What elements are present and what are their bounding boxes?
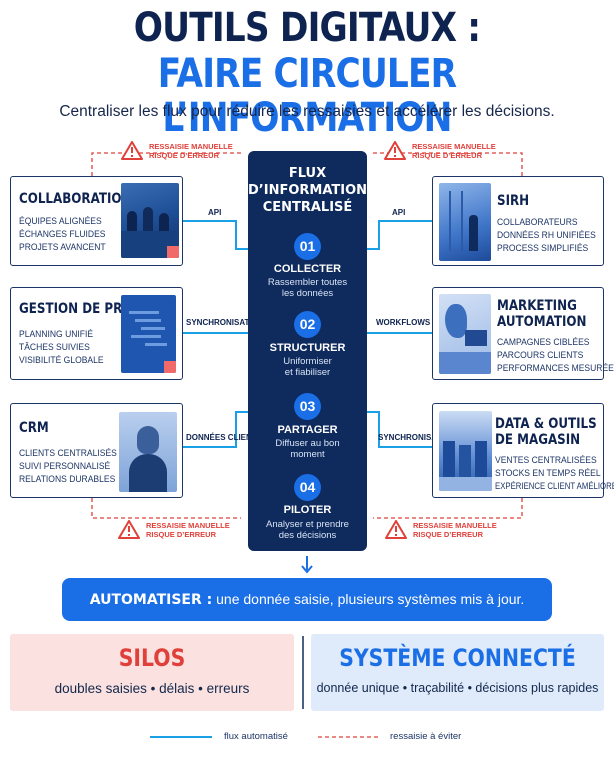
- card-line: COLLABORATEURS: [497, 217, 578, 228]
- card-line: PROCESS SIMPLIFIÉS: [497, 243, 589, 254]
- step-desc: Diffuser au bon: [275, 438, 340, 449]
- step-desc: des décisions: [278, 530, 337, 541]
- connector-label-api-right: API: [392, 208, 406, 217]
- team-meeting-photo: [121, 183, 179, 258]
- card-line: CAMPAGNES CIBLÉES: [497, 337, 590, 348]
- card-line: VISIBILITÉ GLOBALE: [19, 355, 104, 366]
- card-line: PROJETS AVANCENT: [19, 242, 106, 253]
- card-line: PARCOURS CLIENTS: [497, 350, 584, 361]
- banner-text: une donnée saisie, plusieurs systèmes mi…: [212, 591, 525, 607]
- flow-line-collaboration: [183, 220, 248, 250]
- step-title: PILOTER: [283, 504, 332, 516]
- flow-line-data: [367, 411, 432, 448]
- card-title: DATA & OUTILS: [495, 416, 597, 432]
- card-title: MARKETING: [497, 298, 577, 314]
- step-desc: Uniformiser: [283, 356, 332, 367]
- step-desc: Analyser et prendre: [266, 519, 349, 530]
- main-subtitle-heading: FAIRE CIRCULER L’INFORMATION: [157, 51, 457, 141]
- plant-desk-photo: [439, 294, 491, 374]
- step-number-badge: 04: [294, 474, 321, 501]
- card-line: VENTES CENTRALISÉES: [495, 455, 597, 466]
- retail-store-photo: [439, 411, 492, 491]
- dashed-line-bottom-left: [91, 498, 241, 519]
- connector-label-client: DONNÉES CLIENT: [186, 433, 257, 442]
- office-window-photo: [439, 183, 491, 261]
- card-line: PLANNING UNIFIÉ: [19, 329, 94, 340]
- card-title: GESTION DE PROJET: [19, 301, 154, 317]
- silos-sub: doubles saisies • délais • erreurs: [54, 681, 250, 696]
- card-line: DONNÉES RH UNIFIÉES: [497, 230, 596, 241]
- connector-label-sync-right: SYNCHRONISATION: [378, 433, 456, 442]
- warning-triangle-icon: [121, 141, 143, 160]
- card-line: ÉQUIPES ALIGNÉES: [19, 216, 102, 227]
- card-title: CRM: [19, 420, 49, 436]
- card-collaboration: COLLABORATION ÉQUIPES ALIGNÉES ÉCHANGES …: [10, 176, 183, 266]
- connector-label-sync-left: SYNCHRONISATION: [186, 318, 264, 327]
- connector-label-workflows: WORKFLOWS: [376, 318, 431, 327]
- central-flow-column: FLUX D’INFORMATION CENTRALISÉ 01 COLLECT…: [248, 151, 367, 551]
- card-line: RELATIONS DURABLES: [19, 474, 116, 485]
- connected-sub: donnée unique • traçabilité • décisions …: [316, 681, 599, 695]
- card-line: PERFORMANCES MESURÉES: [497, 363, 614, 374]
- card-crm: CRM CLIENTS CENTRALISÉS SUIVI PERSONNALI…: [10, 403, 183, 498]
- automate-banner: AUTOMATISER : une donnée saisie, plusieu…: [62, 578, 552, 621]
- legend-solid-label: flux automatisé: [224, 731, 288, 742]
- step-desc: Rassembler toutes: [267, 277, 348, 288]
- center-title-line: D’INFORMATION: [248, 183, 368, 198]
- card-title: SIRH: [497, 193, 530, 209]
- card-gestion-de-projet: GESTION DE PROJET PLANNING UNIFIÉ TÂCHES…: [10, 287, 183, 380]
- flow-line-crm: [183, 411, 248, 448]
- warning-triangle-icon: [385, 520, 407, 539]
- gantt-chart-screen: [121, 295, 176, 373]
- step-title: PARTAGER: [277, 424, 338, 436]
- dashed-line-top-left: [91, 152, 241, 176]
- card-sirh: SIRH COLLABORATEURS DONNÉES RH UNIFIÉES …: [432, 176, 604, 266]
- warning-triangle-icon: [118, 520, 140, 539]
- connector-label-api-left: API: [208, 208, 222, 217]
- banner-bold: AUTOMATISER :: [89, 592, 213, 608]
- step-number-badge: 01: [294, 233, 321, 260]
- silos-panel: SILOS doubles saisies • délais • erreurs: [10, 634, 294, 711]
- center-title-line: FLUX: [288, 166, 327, 181]
- dashed-line-bottom-right: [373, 498, 523, 519]
- center-title-line: CENTRALISÉ: [262, 200, 353, 215]
- main-title: OUTILS DIGITAUX :: [133, 5, 481, 51]
- flow-line-sirh: [367, 220, 432, 250]
- card-line: EXPÉRIENCE CLIENT AMÉLIORÉE: [495, 481, 614, 492]
- dashed-line-top-right: [373, 152, 523, 176]
- card-line: CLIENTS CENTRALISÉS: [19, 448, 117, 459]
- silos-title: SILOS: [118, 644, 186, 672]
- legend-dashed-label: ressaisie à éviter: [390, 731, 462, 742]
- step-desc: moment: [290, 449, 325, 460]
- card-data-outils-magasin: DATA & OUTILS DE MAGASIN VENTES CENTRALI…: [432, 403, 614, 498]
- tagline: Centraliser les flux pour réduire les re…: [59, 103, 555, 120]
- card-line: ÉCHANGES FLUIDES: [19, 229, 106, 240]
- card-line: SUIVI PERSONNALISÉ: [19, 461, 111, 472]
- step-number-badge: 03: [294, 393, 321, 420]
- card-line: TÂCHES SUIVIES: [19, 342, 90, 353]
- step-desc: et fiabiliser: [284, 367, 331, 378]
- card-title: DE MAGASIN: [495, 432, 581, 448]
- card-title: AUTOMATION: [497, 314, 587, 330]
- step-desc: les données: [281, 288, 334, 299]
- woman-portrait-photo: [119, 412, 177, 492]
- connected-title: SYSTÈME CONNECTÉ: [339, 644, 576, 672]
- card-marketing-automation: MARKETING AUTOMATION CAMPAGNES CIBLÉES P…: [432, 287, 614, 380]
- card-line: STOCKS EN TEMPS RÉEL: [495, 468, 601, 479]
- card-title: COLLABORATION: [19, 191, 132, 207]
- warning-triangle-icon: [384, 141, 406, 160]
- down-arrow-icon: [301, 556, 313, 574]
- step-title: STRUCTURER: [269, 342, 346, 354]
- step-title: COLLECTER: [273, 263, 342, 275]
- connected-panel: SYSTÈME CONNECTÉ donnée unique • traçabi…: [311, 634, 604, 711]
- step-number-badge: 02: [294, 311, 321, 338]
